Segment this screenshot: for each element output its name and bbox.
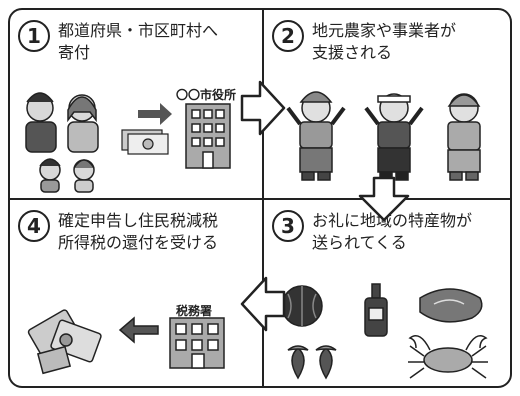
step-4-panel: 4 確定申告し住民税減税 所得税の還付を受ける 税務署 <box>8 198 264 388</box>
step-3-panel: 3 お礼に地域の特産物が 送られてくる <box>262 198 512 388</box>
step-3-title-line2: 送られてくる <box>312 233 407 252</box>
step-4-illustration <box>27 309 225 375</box>
meat-icon <box>419 288 483 323</box>
step-4-title-line1: 確定申告し住民税減税 <box>58 211 219 230</box>
step-1-title-line1: 都道府県・市区町村へ <box>58 21 219 40</box>
step-2-title-line1: 地元農家や事業者が <box>312 21 457 40</box>
arrow-right-icon <box>138 103 172 125</box>
refund-documents-icon <box>27 309 102 375</box>
watermelon-icon <box>281 285 323 327</box>
family-illustration <box>25 92 99 193</box>
workers-illustration <box>286 91 481 181</box>
city-hall-building <box>185 103 231 169</box>
bottle-icon <box>364 283 388 337</box>
step-1-number: 1 <box>18 20 50 52</box>
crab-icon <box>408 335 488 379</box>
tax-office-building <box>169 317 225 369</box>
step-2-number: 2 <box>272 20 304 52</box>
arrow-left-icon <box>118 316 159 344</box>
step-2-panel: 2 地元農家や事業者が 支援される <box>262 8 512 200</box>
step-1-illustration <box>25 92 231 193</box>
specialty-products-illustration <box>281 283 488 380</box>
step-1-panel: 1 都道府県・市区町村へ 寄付 〇〇市役所 <box>8 8 264 200</box>
city-office-label: 〇〇市役所 <box>176 88 237 102</box>
money-envelope-icon <box>121 129 169 155</box>
step-3-number: 3 <box>272 210 304 242</box>
step-1-title-line2: 寄付 <box>58 43 91 62</box>
strawberry-icon <box>287 345 337 380</box>
step-4-number: 4 <box>18 210 50 242</box>
tax-office-label: 税務署 <box>176 304 213 318</box>
step-2-title-line2: 支援される <box>312 43 393 62</box>
step-4-title-line2: 所得税の還付を受ける <box>58 233 219 252</box>
